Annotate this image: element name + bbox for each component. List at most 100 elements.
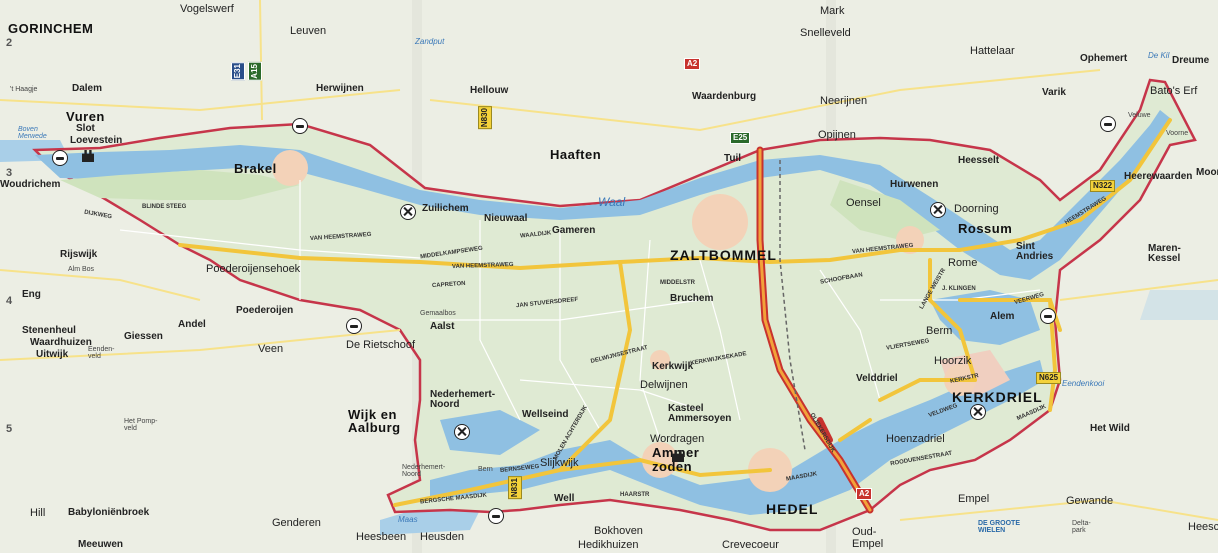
place-label-heerewaarden: Heerewaarden (1124, 171, 1193, 182)
ferry-icon[interactable] (1040, 308, 1056, 324)
place-label-rossum: Rossum (958, 221, 1013, 236)
place-label-eendenveld: Eenden- veld (88, 346, 115, 360)
place-label-empel: Empel (958, 493, 990, 505)
place-label-oensel: Oensel (846, 197, 881, 209)
place-label-stenenheul: Stenenheul (22, 325, 76, 336)
place-label-dalem: Dalem (72, 83, 103, 94)
place-label-kasteel-ammersoyen: Kasteel Ammersoyen (668, 403, 732, 424)
place-label-doorning: Doorning (954, 203, 999, 215)
place-label-loevestein: Loevestein (70, 135, 123, 146)
place-label-hurwenen: Hurwenen (890, 179, 939, 190)
place-label-berm: Berm (926, 325, 953, 337)
place-label-delwijnen: Delwijnen (640, 379, 688, 391)
place-label-wijk-en-aalburg: Wijk en Aalburg (348, 407, 401, 435)
place-label-nieuwaal: Nieuwaal (484, 213, 528, 224)
place-label-haagje: 't Haagje (10, 86, 38, 93)
road-shield-n322: N322 (1090, 180, 1116, 192)
street-label: HAARSTR (620, 492, 650, 498)
place-label-alem: Alem (990, 311, 1015, 322)
place-label-heesselt: Heesselt (958, 155, 1000, 166)
place-label-hedel: HEDEL (766, 501, 819, 517)
place-label-giessen: Giessen (124, 331, 163, 342)
place-label-hoorzik: Hoorzik (934, 355, 972, 367)
grid-number: 4 (6, 295, 13, 307)
place-label-nederhemert-zuid: Nederhemert- Noord (402, 464, 446, 478)
place-label-hellouw: Hellouw (470, 85, 509, 96)
place-label-delta-park: Delta- park (1072, 520, 1091, 534)
place-label-alm-bos: Alm Bos (68, 266, 95, 273)
windmill-icon[interactable] (400, 204, 416, 220)
place-label-gameren: Gameren (552, 225, 596, 236)
place-label-slijkwijk: Slijkwijk (540, 457, 579, 469)
place-label-sint-andries: Sint Andries (1016, 241, 1054, 262)
road-shield-a2-south: A2 (856, 488, 873, 500)
place-label-gewande: Gewande (1066, 495, 1114, 507)
place-label-meeuwen: Meeuwen (78, 539, 124, 550)
place-label-rijswijk: Rijswijk (60, 249, 98, 260)
water-label-boven-merwede: Boven Merwede (18, 126, 47, 140)
water-label-zandput: Zandput (415, 37, 445, 46)
place-label-poederoijen: Poederoijen (236, 305, 294, 316)
place-label-wordragen: Wordragen (650, 433, 705, 445)
place-label-snelleveld: Snelleveld (800, 27, 851, 39)
place-label-zuilichem: Zuilichem (422, 203, 469, 214)
place-label-herwijnen: Herwijnen (316, 83, 364, 94)
windmill-icon[interactable] (454, 424, 470, 440)
street-label: MIDDELSTR (660, 280, 695, 286)
windmill-icon[interactable] (970, 404, 986, 420)
place-label-het-wild: Het Wild (1090, 423, 1130, 434)
place-label-hoenzadriel: Hoenzadriel (886, 433, 945, 445)
place-label-neerijnen: Neerijnen (820, 95, 868, 107)
place-label-veen: Veen (258, 343, 284, 355)
place-label-poederoijensehoek: Poederoijensehoek (206, 263, 301, 275)
place-label-ophemert: Ophemert (1080, 53, 1128, 64)
place-label-hattelaar: Hattelaar (970, 45, 1015, 57)
place-label-de-groote-wielen: DE GROOTE WIELEN (978, 520, 1021, 534)
road-shield-e25: E25 (730, 132, 751, 144)
castle-icon[interactable] (672, 450, 684, 462)
place-label-vogelswerf: Vogelswerf (180, 3, 234, 15)
place-label-velddriel: Velddriel (856, 373, 898, 384)
place-label-wellseind: Wellseind (522, 409, 569, 420)
place-label-kerkwijk: Kerkwijk (652, 361, 694, 372)
road-shield-n831: N831 (508, 476, 522, 500)
place-label-crevecoeur: Crevecoeur (722, 539, 779, 551)
road-shield-a2: A2 (684, 58, 701, 70)
ferry-icon[interactable] (346, 318, 362, 334)
place-label-waardhuizen: Waardhuizen (30, 337, 92, 348)
place-label-tuil: Tuil (724, 153, 742, 164)
place-label-aalst: Aalst (430, 321, 455, 332)
place-label-het-pompveld: Het Pomp- veld (124, 418, 158, 432)
water-label-waal: Waal (598, 195, 626, 209)
grid-number: 3 (6, 167, 13, 179)
place-label-kerkdriel: KERKDRIEL (952, 389, 1043, 405)
place-label-voorne: Voorne (1166, 130, 1189, 137)
place-label-varik: Varik (1042, 87, 1066, 98)
place-label-veluwe: Veluwe (1128, 112, 1151, 119)
place-label-zaltbommel: ZALTBOMMEL (670, 247, 777, 263)
place-label-oud-empel: Oud- Empel (852, 526, 884, 551)
place-label-hill: Hill (30, 507, 46, 519)
place-label-batos-erf: Bato's Erf (1150, 85, 1198, 97)
place-label-bruchem: Bruchem (670, 293, 714, 304)
place-label-brakel: Brakel (234, 161, 277, 176)
ferry-icon[interactable] (1100, 116, 1116, 132)
windmill-icon[interactable] (930, 202, 946, 218)
place-label-rome: Rome (948, 257, 978, 269)
place-label-hedikhuizen: Hedikhuizen (578, 539, 639, 551)
place-label-eng: Eng (22, 289, 41, 300)
water-label-maas: Maas (398, 515, 418, 524)
street-label: BLINDE STEEG (142, 204, 187, 210)
place-label-andel: Andel (178, 319, 206, 330)
ferry-icon[interactable] (52, 150, 68, 166)
place-label-gorinchem: GORINCHEM (8, 21, 94, 36)
road-shield-a15: A15 (248, 62, 262, 81)
place-label-uitwijk: Uitwijk (36, 349, 69, 360)
place-label-maren-kessel: Maren- Kessel (1148, 243, 1181, 264)
place-label-haaften: Haaften (550, 147, 602, 162)
castle-icon[interactable] (82, 150, 94, 162)
ferry-icon[interactable] (488, 508, 504, 524)
ferry-icon[interactable] (292, 118, 308, 134)
